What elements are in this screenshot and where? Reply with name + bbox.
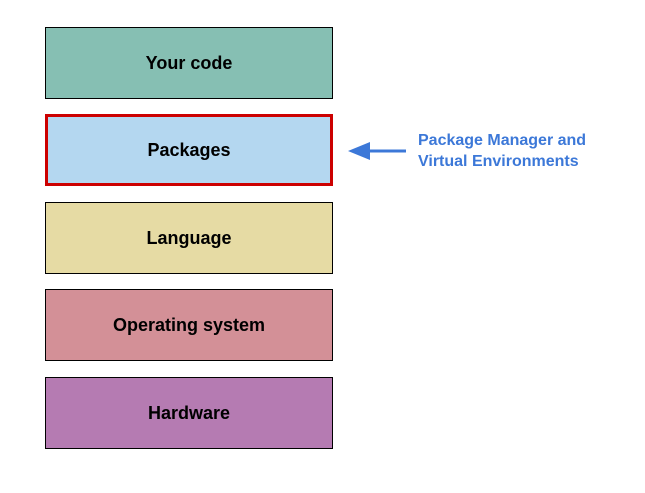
- left-arrow-icon: [348, 142, 406, 160]
- layer-operating-system: Operating system: [45, 289, 333, 361]
- layer-your-code: Your code: [45, 27, 333, 99]
- annotation-text: Package Manager and Virtual Environments: [418, 130, 638, 172]
- layer-label: Operating system: [112, 314, 266, 335]
- layer-packages: Packages: [45, 114, 333, 186]
- layer-label: Packages: [147, 139, 231, 160]
- layer-hardware: Hardware: [45, 377, 333, 449]
- annotation-line: Virtual Environments: [418, 153, 579, 170]
- layer-language: Language: [45, 202, 333, 274]
- layer-label: Your code: [145, 52, 233, 73]
- annotation-line: Package Manager and: [418, 132, 587, 149]
- layer-label: Language: [146, 227, 232, 248]
- layer-label: Hardware: [147, 402, 231, 423]
